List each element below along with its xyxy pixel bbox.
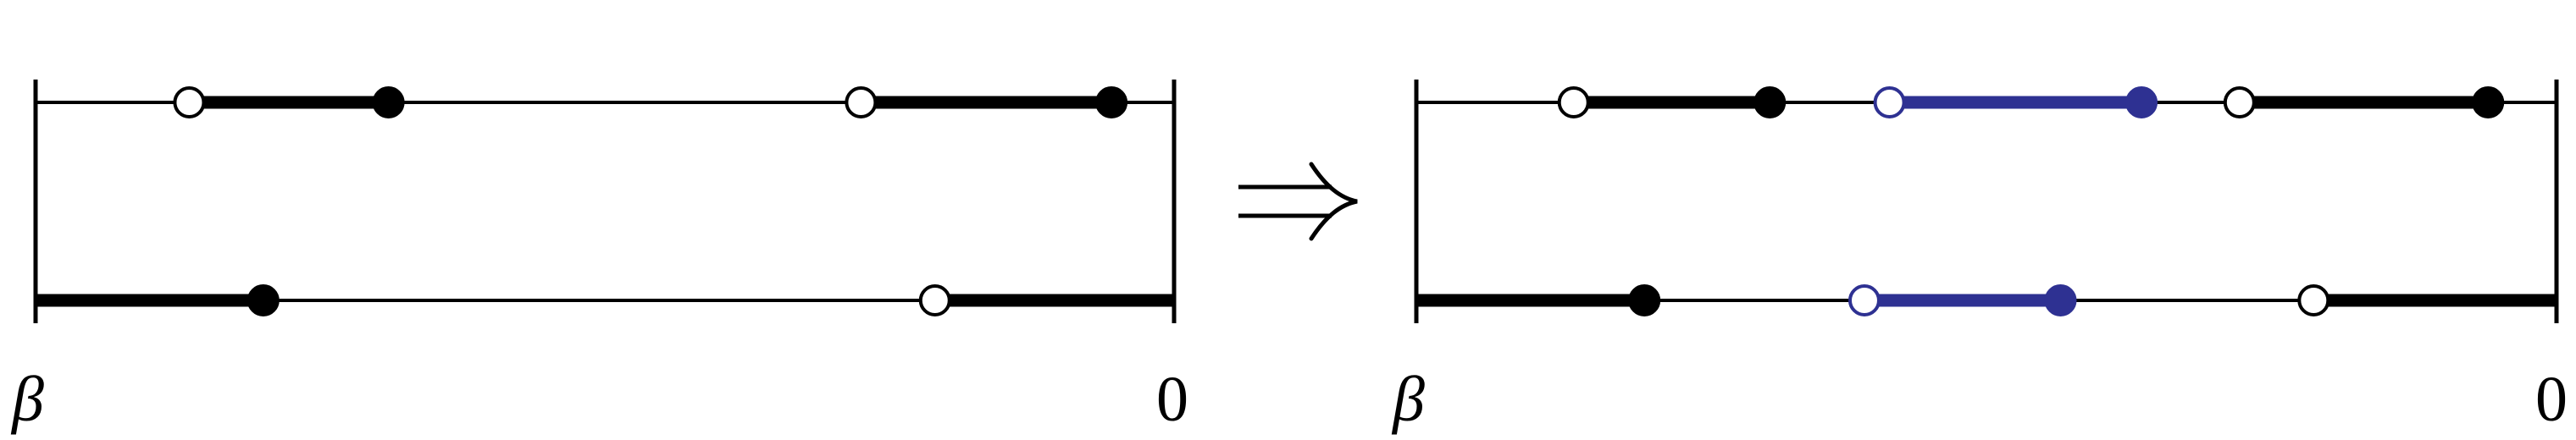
- open-endpoint-marker: [918, 284, 951, 316]
- closed-endpoint-marker: [247, 284, 280, 316]
- open-endpoint-marker: [1848, 284, 1881, 316]
- beta-label: β: [10, 364, 44, 435]
- closed-endpoint-marker: [1095, 86, 1128, 118]
- open-endpoint-marker: [1557, 86, 1590, 118]
- zero-label: 0: [2535, 364, 2568, 435]
- closed-endpoint-marker: [372, 86, 405, 118]
- open-endpoint-marker: [2297, 284, 2330, 316]
- arrow-head: [1309, 162, 1358, 241]
- open-endpoint-marker: [1873, 86, 1906, 118]
- beta-label: β: [1391, 364, 1425, 435]
- closed-endpoint-marker: [2472, 86, 2505, 118]
- closed-endpoint-marker: [1628, 284, 1661, 316]
- implies-arrow: [1238, 162, 1358, 241]
- zero-label: 0: [1156, 364, 1188, 435]
- closed-endpoint-marker: [1753, 86, 1787, 118]
- open-endpoint-marker: [173, 86, 206, 118]
- closed-endpoint-marker: [2125, 86, 2158, 118]
- closed-endpoint-marker: [2044, 284, 2077, 316]
- open-endpoint-marker: [845, 86, 878, 118]
- open-endpoint-marker: [2223, 86, 2256, 118]
